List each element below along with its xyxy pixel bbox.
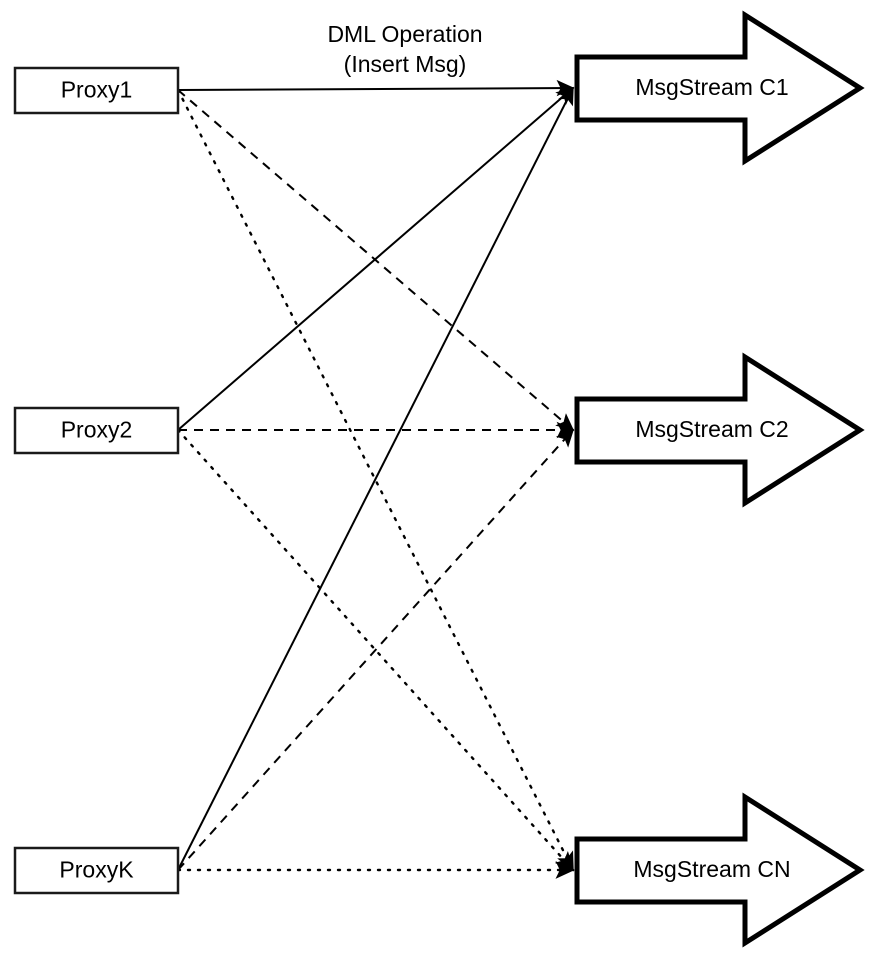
edge-proxy1-to-stream-c1 bbox=[177, 79, 575, 97]
proxy-node-proxy2[interactable]: Proxy2 bbox=[13, 406, 180, 455]
edge-proxy2-to-stream-cn bbox=[176, 428, 575, 872]
stream-node-stream-cn[interactable]: MsgStream CN bbox=[574, 792, 865, 948]
stream-label: MsgStream CN bbox=[633, 856, 790, 882]
block-arrow-icon[interactable] bbox=[574, 10, 865, 166]
edge-proxyk-to-stream-c2 bbox=[177, 428, 575, 871]
edge-layer bbox=[176, 79, 575, 879]
block-arrow-icon[interactable] bbox=[574, 352, 865, 508]
annotation-line-1: DML Operation bbox=[327, 21, 482, 47]
proxy-box-rect[interactable] bbox=[13, 846, 180, 895]
proxy-node-proxy1[interactable]: Proxy1 bbox=[13, 66, 180, 115]
proxy-box-rect[interactable] bbox=[13, 66, 180, 115]
edge-proxy2-to-stream-c1 bbox=[177, 86, 575, 431]
stream-label: MsgStream C2 bbox=[635, 416, 788, 442]
annotation-dml-operation: DML Operation (Insert Msg) bbox=[327, 21, 482, 77]
proxy-label: Proxy2 bbox=[61, 417, 133, 443]
annotation-line-2: (Insert Msg) bbox=[344, 51, 467, 77]
block-arrow-icon[interactable] bbox=[574, 792, 865, 948]
proxy-label: ProxyK bbox=[59, 857, 134, 883]
stream-label: MsgStream C1 bbox=[635, 74, 788, 100]
stream-node-stream-c1[interactable]: MsgStream C1 bbox=[574, 10, 865, 166]
edge-proxyk-to-stream-c1 bbox=[177, 86, 574, 871]
proxy-node-proxyk[interactable]: ProxyK bbox=[13, 846, 180, 895]
proxy-box-rect[interactable] bbox=[13, 406, 180, 455]
stream-node-stream-c2[interactable]: MsgStream C2 bbox=[574, 352, 865, 508]
proxy-label: Proxy1 bbox=[61, 77, 133, 103]
